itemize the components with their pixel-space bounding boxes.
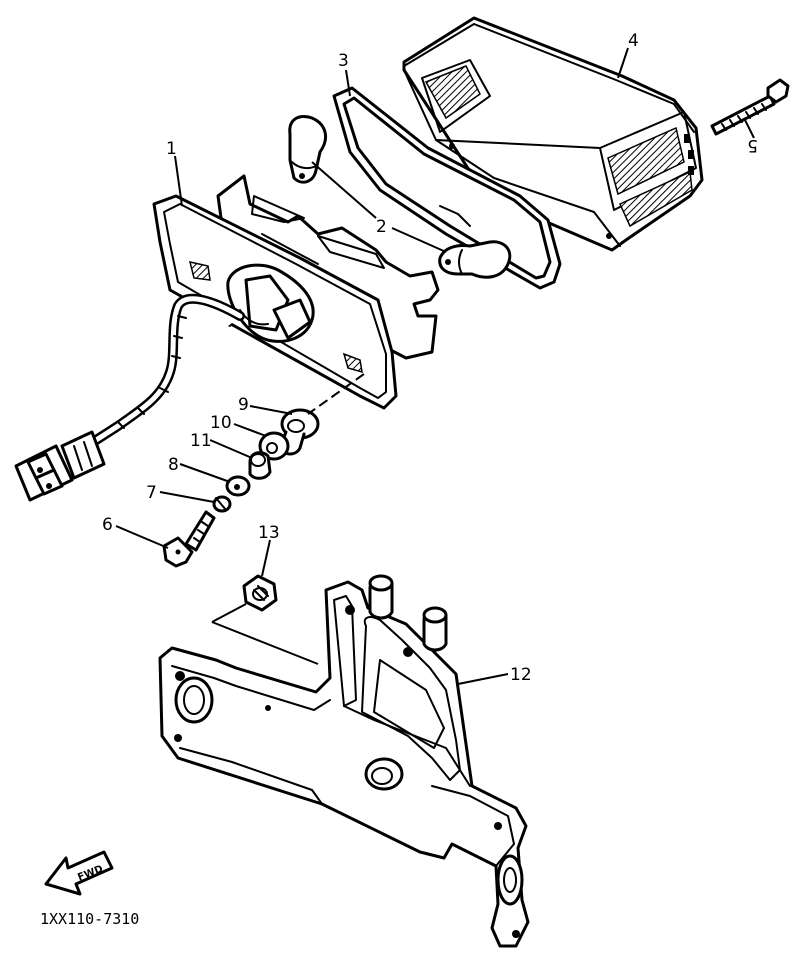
callout-8: 8 bbox=[168, 455, 179, 475]
washer-part-8 bbox=[225, 475, 251, 497]
callout-9: 9 bbox=[238, 395, 249, 415]
callout-7: 7 bbox=[146, 483, 157, 503]
wire-connector bbox=[14, 430, 106, 502]
callout-12: 12 bbox=[510, 665, 532, 685]
callout-2: 2 bbox=[376, 217, 387, 237]
callout-10: 10 bbox=[210, 413, 232, 433]
bracket-part-12 bbox=[158, 574, 530, 948]
spring-washer-part-7 bbox=[212, 495, 232, 513]
diagram-part-code: 1XX110-7310 bbox=[40, 910, 139, 928]
screw-part-5 bbox=[710, 78, 790, 136]
forward-arrow-icon: FWD bbox=[44, 850, 114, 896]
callout-6: 6 bbox=[102, 515, 113, 535]
bolt-part-6 bbox=[162, 510, 216, 568]
callout-1: 1 bbox=[166, 139, 177, 159]
washer-part-10 bbox=[258, 431, 290, 461]
callout-5: 5 bbox=[747, 135, 758, 155]
lens-gasket-part-3 bbox=[332, 86, 562, 290]
base-plate-part-1 bbox=[152, 194, 398, 410]
nut-part-13 bbox=[242, 574, 278, 612]
callout-4: 4 bbox=[628, 31, 639, 51]
callout-3: 3 bbox=[338, 51, 349, 71]
tail-lens-part-4 bbox=[402, 16, 704, 252]
wire-harness bbox=[85, 293, 245, 449]
callout-11: 11 bbox=[190, 431, 212, 451]
collar-part-11 bbox=[248, 451, 272, 480]
bulb-upper-part-2 bbox=[288, 115, 328, 184]
leader-lines bbox=[115, 47, 755, 685]
callout-13: 13 bbox=[258, 523, 280, 543]
bulb-lower-part-2 bbox=[438, 240, 512, 279]
